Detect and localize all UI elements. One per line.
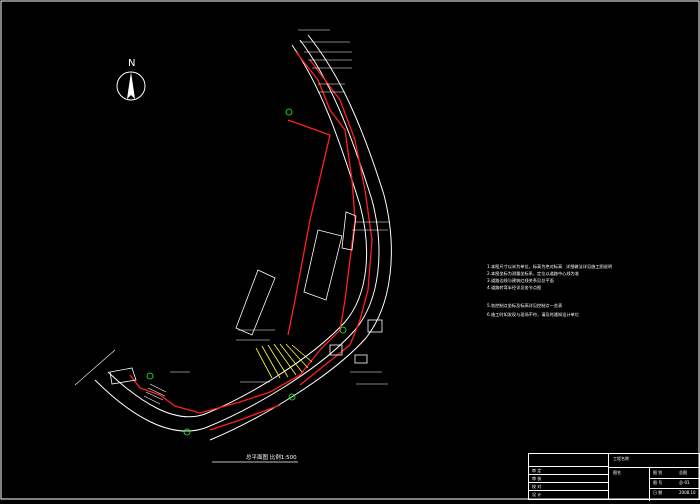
tb-right-label-3: 日 期	[653, 490, 663, 495]
north-arrow-icon: N	[116, 58, 146, 101]
tb-right-label-2: 图 号	[653, 480, 663, 485]
tb-right-label-1: 图 别	[653, 470, 663, 475]
north-label: N	[128, 58, 135, 69]
building-footprints	[109, 211, 383, 385]
note-4: 4.道路转弯半径详见各节点图	[487, 285, 542, 290]
tb-right-value-3: 2008.10	[679, 490, 696, 495]
tb-row-3: 校 对	[532, 484, 542, 489]
tb-row-1: 审 定	[532, 468, 542, 473]
project-label: 工程名称	[613, 456, 629, 461]
tb-right-value-2: 总-01	[679, 480, 690, 485]
note-right: 详细做法详见施工图说明	[566, 264, 613, 269]
note-6: 6.施工时如发现与现场不符，请及时通知设计单位	[487, 312, 579, 317]
hatched-plaza	[255, 343, 313, 379]
drawing-label: 图名	[613, 470, 621, 475]
tb-row-2: 审 核	[532, 476, 542, 481]
road-alignment	[94, 34, 392, 441]
note-3: 3.道路边线与建筑红线关系见总平面	[487, 278, 554, 283]
tb-row-4: 设 计	[532, 492, 542, 497]
annotations	[74, 29, 390, 386]
title-block: 工程名称 图名 审 定 审 核 校 对 设 计 图 别 图 号 日 期 总图 总…	[528, 453, 700, 501]
site-boundary	[129, 51, 373, 431]
stair-hatch	[143, 383, 167, 405]
note-1: 1.本图尺寸以米为单位，标高为绝对标高	[487, 264, 563, 269]
tb-right-value-1: 总图	[679, 470, 687, 475]
note-2: 2.本图坐标为测量坐标系，定位以道路中心线为准	[487, 271, 579, 276]
note-5: 5.各控制点坐标及标高详见控制点一览表	[487, 303, 563, 308]
survey-markers	[146, 108, 347, 436]
plan-title: 总平面图 比例1:500	[246, 453, 297, 461]
